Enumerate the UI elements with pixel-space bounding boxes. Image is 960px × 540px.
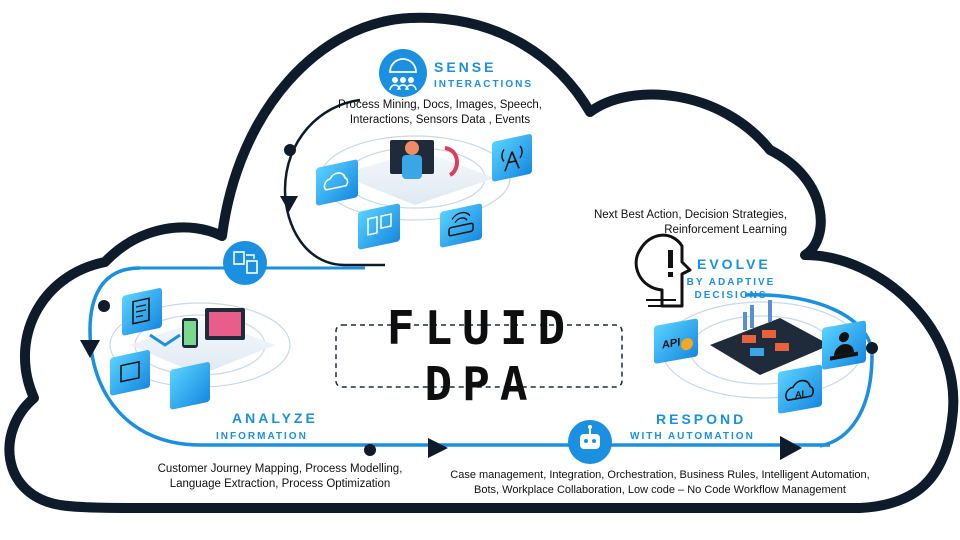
bottom-arrow-1	[428, 438, 448, 458]
center-title-line2: DPA	[424, 357, 538, 411]
sense-loop	[283, 98, 385, 267]
api-tile: API	[654, 318, 698, 364]
head-lightbulb-icon	[634, 233, 692, 308]
evolve-scene	[661, 300, 863, 399]
evolve-loop	[744, 293, 874, 448]
api-tile-label: API	[662, 336, 680, 351]
analyze-tile-chip	[110, 350, 150, 396]
respond-title: RESPOND	[656, 411, 747, 427]
analyze-arrow	[80, 340, 100, 358]
analyze-scene	[109, 302, 291, 388]
respond-desc-line1: Case management, Integration, Orchestrat…	[450, 469, 870, 481]
evolve-subtitle-line2: DECISIONS	[694, 290, 768, 301]
analyze-badge-icon	[223, 241, 267, 285]
evolve-desc-line1: Next Best Action, Decision Strategies,	[593, 209, 787, 221]
evolve-subtitle-line1: BY ADAPTIVE	[686, 277, 776, 288]
sense-scene	[319, 135, 511, 221]
ai-cloud-tile: AI	[778, 364, 822, 414]
center-title: FLUID DPA	[336, 300, 626, 412]
analyze-dot	[98, 300, 110, 312]
sense-description: Process Mining, Docs, Images, Speech, In…	[320, 98, 560, 128]
analyze-desc-line2: Language Extraction, Process Optimizatio…	[169, 478, 391, 490]
sense-desc-line2: Interactions, Sensors Data , Events	[349, 114, 531, 126]
sense-dot	[284, 144, 296, 156]
ai-tile-label: AI	[795, 388, 804, 400]
sense-arrow	[280, 196, 298, 212]
evolve-desc-line2: Reinforcement Learning	[664, 224, 787, 236]
bottom-dot	[364, 444, 376, 456]
sense-tile-cloud	[316, 159, 358, 206]
respond-desc-line2: Bots, Workplace Collaboration, Low code …	[474, 484, 846, 496]
sense-tile-docs	[358, 203, 400, 250]
sense-tile-sensor	[440, 203, 482, 248]
sense-badge-icon	[379, 49, 427, 97]
analyze-title: ANALYZE	[232, 410, 318, 426]
center-title-line1: FLUID	[386, 301, 576, 355]
respond-subtitle: WITH AUTOMATION	[630, 431, 755, 442]
robot-icon	[568, 420, 612, 464]
evolve-title: EVOLVE	[697, 256, 771, 272]
sense-desc-line1: Process Mining, Docs, Images, Speech,	[338, 99, 542, 111]
bottom-arrow-2	[780, 436, 802, 460]
analyze-desc-line1: Customer Journey Mapping, Process Modell…	[157, 463, 403, 475]
cloud-outline	[4, 12, 959, 513]
sense-title: SENSE	[434, 59, 497, 75]
evolve-description: Next Best Action, Decision Strategies, R…	[575, 208, 787, 238]
evolve-subtitle: BY ADAPTIVE DECISIONS	[666, 276, 796, 302]
respond-description: Case management, Integration, Orchestrat…	[430, 468, 890, 498]
evolve-dot	[866, 342, 878, 354]
analyze-tile-doc	[122, 288, 162, 336]
sense-tile-antenna	[492, 134, 532, 182]
center-box	[335, 324, 623, 388]
analyze-tile-blank	[170, 362, 210, 410]
person-laptop-tile	[822, 320, 866, 370]
analyze-description: Customer Journey Mapping, Process Modell…	[150, 462, 410, 492]
analyze-subtitle: INFORMATION	[216, 431, 308, 442]
sense-subtitle: INTERACTIONS	[434, 79, 533, 90]
